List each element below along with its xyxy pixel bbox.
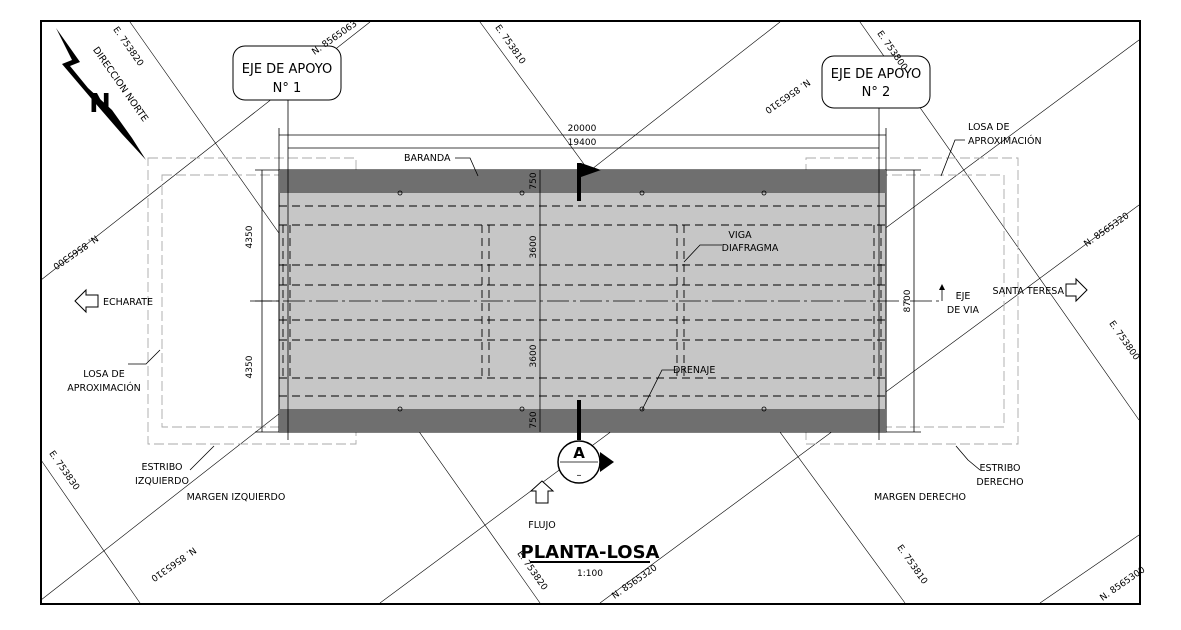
dim-rail-bottom: 750 [529,411,539,428]
santa-teresa-arrow-icon [1065,277,1088,303]
dim-total-width: 8700 [903,289,913,312]
label-estribo-izq-2: IZQUIERDO [135,476,189,487]
north-letter: N [89,89,111,119]
label-estribo-der-1: ESTRIBO [979,463,1020,474]
support-2-title: EJE DE APOYO [831,67,921,82]
dimensions: 20000 19400 4350 4350 750 3600 3600 750 … [245,124,921,433]
label-losa-left-2: APROXIMACIÓN [67,382,141,394]
label-margen-der: MARGEN DERECHO [874,492,966,503]
deck-slab [250,169,940,433]
support-2-number: N° 2 [862,85,891,100]
coord-label: E. 753800 [1106,319,1141,362]
label-estribo-der-2: DERECHO [976,477,1023,488]
label-eje: EJE [956,291,971,302]
coord-label: E. 753830 [46,449,81,492]
drawing-border [40,20,1141,605]
coord-label: N. 8565320 [1082,211,1131,249]
label-echarate: ECHARATE [103,297,153,308]
coord-label: N. 8565320 [610,563,659,601]
section-cut: A – [557,163,614,484]
label-baranda: BARANDA [404,153,451,164]
coord-label: N. 8565310 [763,76,812,114]
dim-rail-top: 750 [529,172,539,189]
annotations: BARANDA VIGA DIAFRAGMA DRENAJE LOSA DE A… [67,122,1041,503]
direction-arrows: ECHARATE SANTA TERESA FLUJO [74,277,1088,531]
label-estribo-izq-1: ESTRIBO [141,462,182,473]
drawing-scale: 1:100 [577,569,603,579]
support-1-title: EJE DE APOYO [242,62,332,77]
support-1-number: N° 1 [273,81,302,96]
support-1-tag [232,45,342,101]
coord-label: E. 753820 [110,25,145,68]
section-marker-sub: – [577,470,582,481]
label-flujo: FLUJO [528,520,556,531]
dim-half-width-bottom: 4350 [245,355,255,378]
label-de-via: DE VIA [947,305,980,316]
support-axes: EJE DE APOYO N° 1 EJE DE APOYO N° 2 [232,45,931,440]
drawing-title: PLANTA-LOSA [521,542,660,563]
coord-label: N. 8565300 [51,232,100,270]
label-santa-teresa: SANTA TERESA [992,286,1064,297]
dim-lane-top: 3600 [529,235,539,258]
railing-bottom [279,409,886,432]
label-losa-right-2: APROXIMACIÓN [968,135,1042,147]
title-block: PLANTA-LOSA 1:100 [521,542,660,579]
drain-holes [397,190,767,412]
north-arrow: N DIRECCION NORTE [56,28,150,160]
label-drenaje: DRENAJE [673,365,715,376]
label-losa-left-1: LOSA DE [83,369,124,380]
dim-span-length: 19400 [568,138,597,148]
label-margen-izq: MARGEN IZQUIERDO [187,492,286,503]
right-approach-slab [805,157,1019,445]
dim-lane-bottom: 3600 [529,344,539,367]
railing-top [279,170,886,193]
coord-label: N. 8565310 [149,544,198,582]
dim-half-width-top: 4350 [245,225,255,248]
coord-label: E. 753810 [492,23,527,66]
echarate-arrow-icon [74,288,99,314]
dim-total-length: 20000 [568,124,597,134]
section-marker-letter: A [573,444,585,462]
label-losa-right-1: LOSA DE [968,122,1009,133]
coord-label: E. 753810 [894,543,929,586]
flow-arrow-icon [529,480,555,504]
label-viga: VIGA [728,230,752,241]
support-2-tag [821,55,931,109]
north-arrow-icon [56,28,146,160]
label-diafragma: DIAFRAGMA [722,243,779,254]
